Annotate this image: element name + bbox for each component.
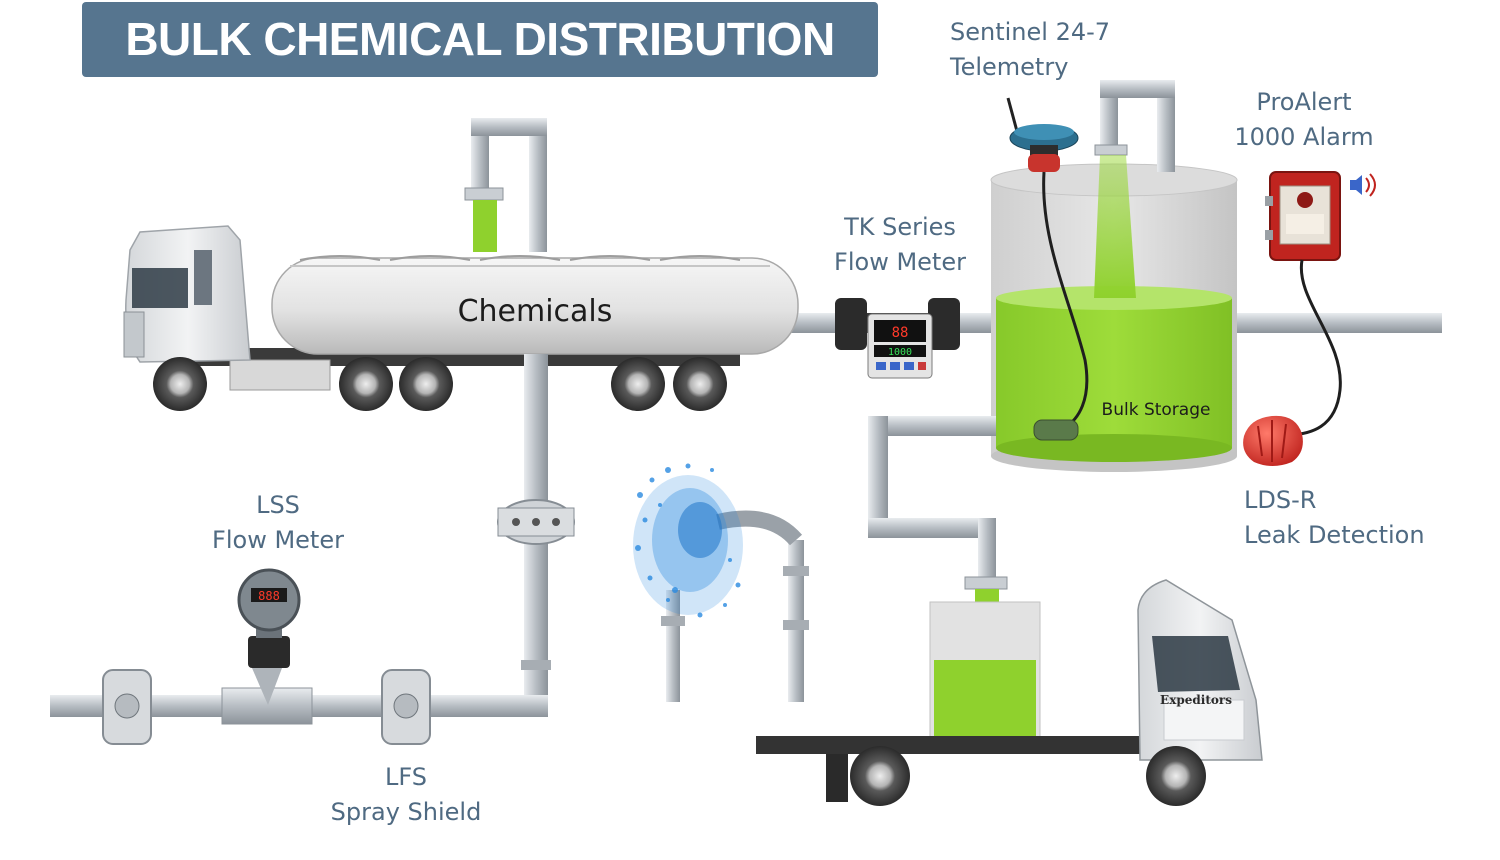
tk-series-label-line-2: Flow Meter — [834, 248, 966, 276]
sentinel-telemetry — [1006, 97, 1089, 441]
storage-label: Bulk Storage — [1102, 400, 1211, 420]
proalert-label-line-2: 1000 Alarm — [1234, 123, 1374, 151]
lds-r-label-line-1: LDS-R — [1244, 486, 1317, 514]
sentinel-label-line-2: Telemetry — [950, 53, 1069, 81]
lfs-spray-shield-label: LFS Spray Shield — [316, 760, 496, 830]
tk-series-label-line-1: TK Series — [844, 213, 956, 241]
sentinel-label-line-1: Sentinel 24-7 — [950, 18, 1111, 46]
tk-series-flow-meter: 88 1000 — [835, 298, 960, 379]
page-title: BULK CHEMICAL DISTRIBUTION — [125, 13, 835, 65]
tanker-label: Chemicals — [458, 294, 613, 329]
sound-icon — [1350, 173, 1376, 197]
lds-r-leak-detector — [1243, 415, 1303, 466]
lss-flow-meter: 888 — [221, 568, 313, 725]
delivery-pipe — [868, 416, 1008, 661]
lfs-spray-shield — [102, 669, 431, 745]
spray-illustration — [633, 463, 809, 702]
truck-brand: Expeditors — [1160, 693, 1232, 707]
sentinel-telemetry-label: Sentinel 24-7 Telemetry — [950, 15, 1110, 85]
lfs-label-line-1: LFS — [385, 763, 427, 791]
title-banner: BULK CHEMICAL DISTRIBUTION — [82, 2, 878, 77]
tk-series-display-2: 1000 — [888, 347, 912, 358]
tk-series-flow-meter-label: TK Series Flow Meter — [820, 210, 980, 280]
chemical-tanker-truck — [123, 225, 799, 411]
lss-flow-meter-label: LSS Flow Meter — [198, 488, 358, 558]
lss-display: 888 — [258, 589, 280, 603]
delivery-truck — [756, 579, 1263, 806]
lfs-flange-vertical — [497, 499, 575, 545]
lds-r-leak-detection-label: LDS-R Leak Detection — [1244, 483, 1425, 553]
proalert-alarm-label: ProAlert 1000 Alarm — [1224, 85, 1384, 155]
tanker-fill-pipe — [464, 118, 547, 252]
lss-label-line-2: Flow Meter — [212, 526, 344, 554]
lss-label-line-1: LSS — [256, 491, 300, 519]
tk-series-display: 88 — [892, 325, 909, 341]
proalert-label-line-1: ProAlert — [1256, 88, 1352, 116]
lfs-label-line-2: Spray Shield — [330, 798, 482, 826]
lds-r-label-line-2: Leak Detection — [1244, 521, 1425, 549]
proalert-alarm — [1265, 171, 1376, 437]
storage-fill-pipe — [1094, 80, 1175, 298]
